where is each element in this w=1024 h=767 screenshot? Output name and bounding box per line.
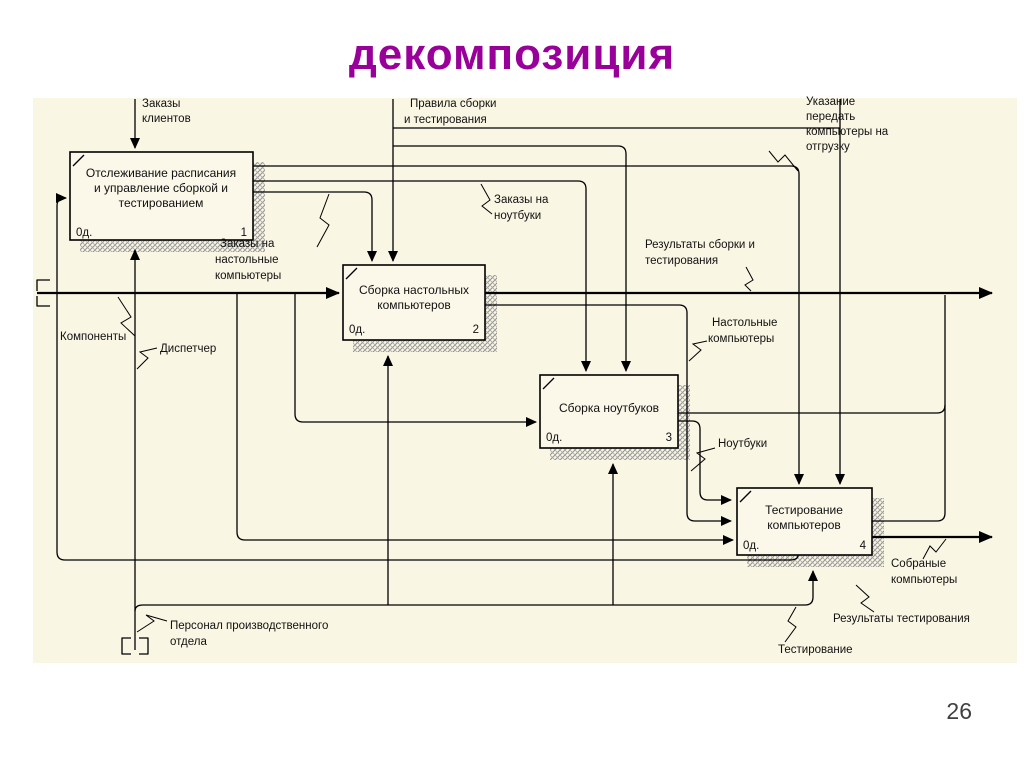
arrow-desktop-orders — [253, 191, 377, 262]
box-2-title-line: Сборка настольных — [359, 283, 469, 297]
label-ukazanie: Указание — [806, 96, 855, 108]
box-3-title-line: Сборка ноутбуков — [559, 401, 659, 415]
arrow-labels: Заказы клиентов Правила сборки и тестиро… — [60, 96, 970, 656]
label-zakazy-noutbuki: Заказы на — [494, 194, 549, 206]
box-4-activity — [736, 487, 873, 556]
label-zakazy-klientov: клиентов — [142, 113, 191, 125]
leader-squiggles — [117, 150, 947, 643]
label-sobranye-kompyutery: компьютеры — [891, 574, 957, 586]
label-pravila: и тестирования — [404, 114, 487, 126]
box-1-activity — [69, 151, 254, 241]
arrow-personnel-to-box4 — [134, 570, 818, 612]
squiggle-personal — [136, 614, 168, 633]
arrow-components-to-box4 — [236, 293, 734, 545]
box-2-number: 2 — [473, 324, 479, 336]
squiggle-desktop-orders — [316, 193, 330, 248]
page-title: декомпозиция — [348, 30, 676, 79]
box-2-code: 0д. — [349, 324, 365, 336]
label-rezultaty-sborki: тестирования — [645, 255, 718, 267]
page-number: 26 — [946, 698, 972, 724]
label-komponenty: Компоненты — [60, 331, 126, 343]
label-rezultaty-sborki: Результаты сборки и — [645, 239, 755, 251]
box-2-activity — [342, 264, 486, 341]
squiggle-testirovanie — [784, 606, 797, 643]
box-texts: Отслеживание расписания и управление сбо… — [76, 166, 867, 552]
label-dispetcher: Диспетчер — [160, 343, 216, 355]
label-zakazy-nastolnye: Заказы на — [220, 238, 275, 250]
squiggle-sobranye — [922, 538, 947, 560]
box-1-title-line: и управление сборкой и — [94, 181, 228, 195]
box-1-title-line: тестированием — [119, 196, 204, 210]
label-personal: Персонал производственного — [170, 620, 328, 632]
box-3-code: 0д. — [546, 432, 562, 444]
label-zakazy-nastolnye: компьютеры — [215, 270, 281, 282]
label-ukazanie: отгрузку — [806, 141, 850, 153]
squiggle-nastolnye — [688, 340, 708, 362]
squiggle-noutbuki — [690, 447, 716, 472]
label-zakazy-nastolnye: настольные — [215, 254, 279, 266]
box-4-number: 4 — [860, 540, 867, 552]
label-zakazy-noutbuki: ноутбуки — [494, 210, 541, 222]
box-4-title-line: Тестирование — [765, 503, 843, 517]
arrows — [36, 99, 993, 655]
label-nastolnye-kompyutery: Настольные — [712, 317, 777, 329]
label-sobranye-kompyutery: Собраные — [891, 558, 946, 570]
label-personal: отдела — [170, 636, 207, 648]
squiggle-ukazanie — [768, 150, 799, 172]
box-4-code: 0д. — [743, 540, 759, 552]
squiggle-rezultaty-sborki — [744, 266, 754, 292]
box-1-number: 1 — [241, 227, 247, 239]
box-shadows — [80, 162, 884, 567]
squiggle-rezultaty-test — [855, 584, 875, 613]
arrow-components-to-box3 — [294, 293, 537, 427]
function-boxes — [69, 151, 873, 556]
arrow-box4-results-up — [872, 405, 946, 522]
squiggle-komponenty — [117, 296, 136, 337]
box-2-title-line: компьютеров — [377, 298, 451, 312]
squiggle-laptop-orders — [480, 183, 493, 215]
arrow-instruction-from-box1 — [253, 165, 804, 485]
arrow-laptops-to-box4 — [678, 420, 732, 505]
squiggle-dispetcher — [136, 347, 158, 370]
label-rezultaty-testirovaniya: Результаты тестирования — [833, 613, 970, 625]
box-4-title-line: компьютеров — [767, 518, 841, 532]
boundary-bracket-bottom — [121, 637, 149, 655]
box-1-code: 0д. — [76, 227, 92, 239]
label-ukazanie: компьютеры на — [806, 126, 889, 138]
label-pravila: Правила сборки — [410, 98, 496, 110]
boundary-bracket-left — [36, 279, 50, 307]
label-testirovanie: Тестирование — [778, 644, 853, 656]
label-nastolnye-kompyutery: компьютеры — [708, 333, 774, 345]
box-1-title-line: Отслеживание расписания — [86, 166, 236, 180]
label-noutbuki: Ноутбуки — [718, 438, 767, 450]
box-3-activity — [539, 374, 679, 449]
label-zakazy-klientov: Заказы — [142, 98, 180, 110]
box-3-number: 3 — [666, 432, 672, 444]
label-ukazanie: передать — [806, 111, 855, 123]
arrow-test-results-feedback — [56, 193, 799, 561]
arrow-laptop-orders — [253, 180, 591, 372]
arrow-rules-to-box3 — [393, 145, 631, 372]
